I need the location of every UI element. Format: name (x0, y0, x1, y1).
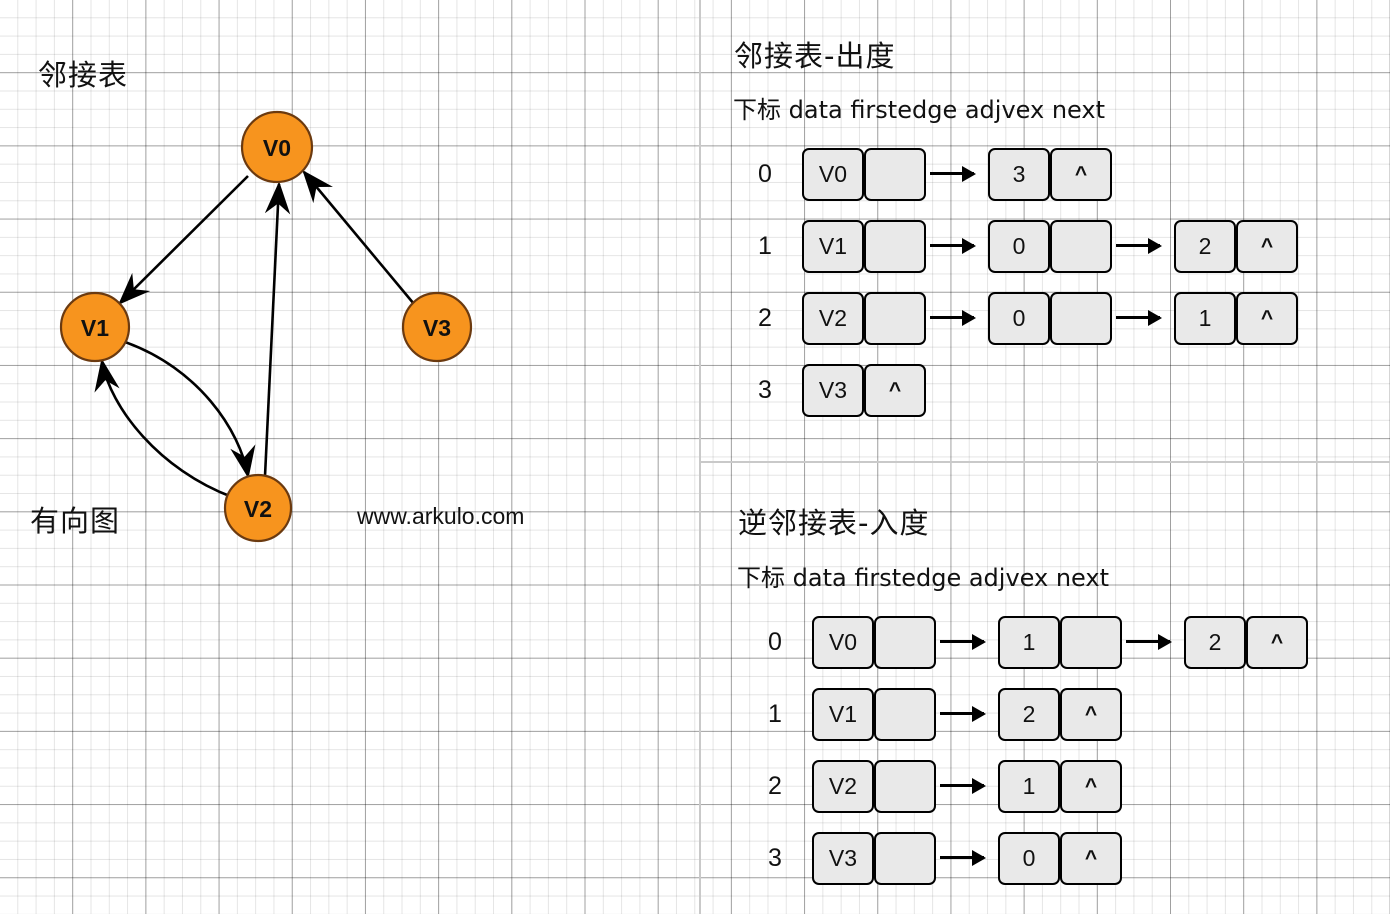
next-cell: ^ (1060, 832, 1122, 885)
vertical-divider (699, 0, 701, 914)
firstedge-cell (864, 292, 926, 345)
table-title-in-degree: 逆邻接表-入度 (738, 506, 930, 540)
pointer-arrow (940, 705, 986, 722)
graph-caption-bottom: 有向图 (30, 504, 121, 538)
firstedge-cell (864, 148, 926, 201)
edge-v3-v0 (302, 170, 415, 305)
vertex-data-cell: V2 (802, 292, 864, 345)
vertex-data-cell: V0 (802, 148, 864, 201)
horizontal-divider (700, 461, 1390, 463)
adjvex-cell: 2 (1174, 220, 1236, 273)
firstedge-cell (864, 220, 926, 273)
edge-v1-v0 (118, 175, 249, 305)
table-header-in-degree: 下标 data firstedge adjvex next (737, 564, 1109, 592)
node-v0: V0 (240, 110, 314, 184)
next-cell (1060, 616, 1122, 669)
directed-graph: V0 V1 V3 V2 (59, 110, 473, 543)
node-v3: V3 (401, 291, 473, 363)
pointer-arrow (940, 777, 986, 794)
adjvex-cell: 2 (998, 688, 1060, 741)
row-index-label: 3 (768, 844, 782, 872)
adjvex-cell: 2 (1184, 616, 1246, 669)
table-title-out-degree: 邻接表-出度 (734, 39, 896, 73)
adjvex-cell: 0 (998, 832, 1060, 885)
edge-v1-v2 (124, 340, 256, 479)
vertex-data-cell: V3 (802, 364, 864, 417)
firstedge-cell (874, 688, 936, 741)
vertex-data-cell: V2 (812, 760, 874, 813)
adjvex-cell: 0 (988, 292, 1050, 345)
next-cell: ^ (1060, 688, 1122, 741)
firstedge-cell (874, 616, 936, 669)
next-cell: ^ (1236, 220, 1298, 273)
firstedge-cell: ^ (864, 364, 926, 417)
pointer-arrow (940, 633, 986, 650)
row-index-label: 1 (758, 232, 772, 260)
next-cell: ^ (1060, 760, 1122, 813)
svg-text:V2: V2 (244, 496, 272, 522)
adjvex-cell: 3 (988, 148, 1050, 201)
next-cell: ^ (1236, 292, 1298, 345)
row-index-label: 0 (758, 160, 772, 188)
firstedge-cell (874, 832, 936, 885)
pointer-arrow (1126, 633, 1172, 650)
firstedge-cell (874, 760, 936, 813)
svg-text:V3: V3 (423, 315, 451, 341)
table-header-out-degree: 下标 data firstedge adjvex next (733, 96, 1105, 124)
adjvex-cell: 1 (998, 760, 1060, 813)
pointer-arrow (940, 849, 986, 866)
next-cell: ^ (1050, 148, 1112, 201)
row-index-label: 3 (758, 376, 772, 404)
row-index-label: 0 (768, 628, 782, 656)
row-index-label: 2 (768, 772, 782, 800)
svg-text:V1: V1 (81, 315, 109, 341)
row-index-label: 1 (768, 700, 782, 728)
pointer-arrow (930, 309, 976, 326)
edge-v2-v0 (263, 181, 291, 477)
pointer-arrow (930, 165, 976, 182)
pointer-arrow (930, 237, 976, 254)
vertex-data-cell: V3 (812, 832, 874, 885)
next-cell (1050, 220, 1112, 273)
pointer-arrow (1116, 237, 1162, 254)
adjvex-cell: 1 (1174, 292, 1236, 345)
node-v1: V1 (59, 291, 131, 363)
edge-v2-v1 (94, 358, 233, 499)
node-v2: V2 (223, 473, 293, 543)
watermark-url: www.arkulo.com (357, 503, 525, 529)
pointer-arrow (1116, 309, 1162, 326)
adjvex-cell: 0 (988, 220, 1050, 273)
row-index-label: 2 (758, 304, 772, 332)
next-cell: ^ (1246, 616, 1308, 669)
vertex-data-cell: V0 (812, 616, 874, 669)
svg-text:V0: V0 (263, 135, 291, 161)
vertex-data-cell: V1 (812, 688, 874, 741)
adjvex-cell: 1 (998, 616, 1060, 669)
graph-caption-top: 邻接表 (38, 58, 129, 92)
vertex-data-cell: V1 (802, 220, 864, 273)
next-cell (1050, 292, 1112, 345)
